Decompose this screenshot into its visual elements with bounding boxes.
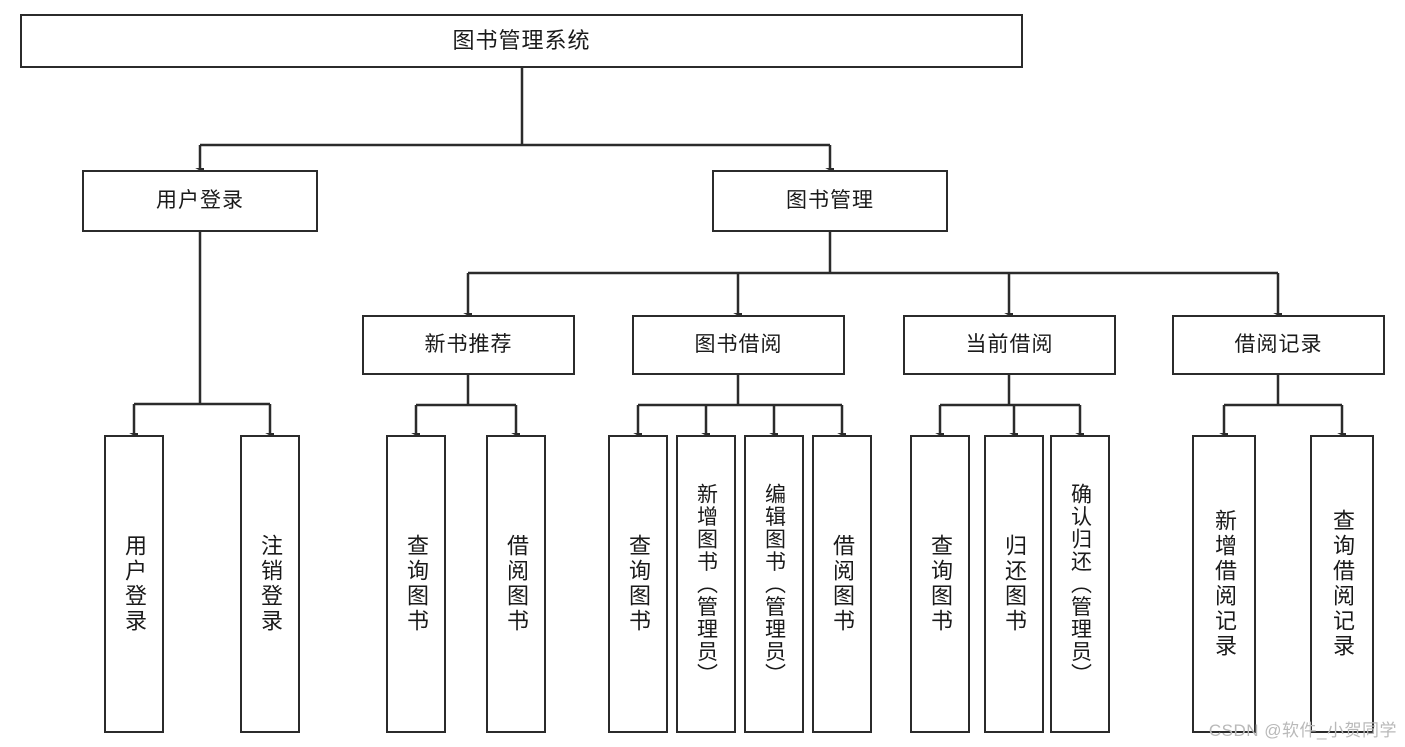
node-label: 查询图书: [404, 534, 429, 634]
leaf-query-book-current[interactable]: 查询图书: [910, 435, 970, 733]
leaf-confirm-return-admin[interactable]: 确认归还（管理员）: [1050, 435, 1110, 733]
leaf-edit-book-admin[interactable]: 编辑图书（管理员）: [744, 435, 804, 733]
node-label: 借阅图书: [504, 534, 529, 634]
node-label: 查询图书: [928, 534, 953, 634]
node-label: 当前借阅: [965, 332, 1054, 356]
leaf-add-borrow-record[interactable]: 新增借阅记录: [1192, 435, 1256, 733]
node-label: 归还图书: [1002, 534, 1027, 634]
node-label: 图书管理系统: [452, 28, 591, 54]
node-label: 借阅图书: [830, 534, 855, 634]
node-label: 借阅记录: [1234, 332, 1323, 356]
node-label: 查询图书: [626, 534, 651, 634]
node-label: 确认归还（管理员）: [1068, 482, 1092, 686]
leaf-query-borrow-record[interactable]: 查询借阅记录: [1310, 435, 1374, 733]
node-root-library-management-system[interactable]: 图书管理系统: [20, 14, 1023, 68]
node-label: 新增图书（管理员）: [694, 482, 718, 686]
node-label: 新书推荐: [424, 332, 513, 356]
node-label: 编辑图书（管理员）: [762, 482, 786, 686]
node-new-book-recommend[interactable]: 新书推荐: [362, 315, 575, 375]
node-current-borrow[interactable]: 当前借阅: [903, 315, 1116, 375]
node-borrow-record[interactable]: 借阅记录: [1172, 315, 1385, 375]
node-label: 图书管理: [786, 188, 874, 212]
node-label: 查询借阅记录: [1330, 509, 1355, 659]
node-label: 用户登录: [156, 188, 244, 212]
node-label: 新增借阅记录: [1212, 509, 1237, 659]
leaf-user-login[interactable]: 用户登录: [104, 435, 164, 733]
leaf-add-book-admin[interactable]: 新增图书（管理员）: [676, 435, 736, 733]
node-label: 图书借阅: [694, 332, 783, 356]
node-book-management[interactable]: 图书管理: [712, 170, 948, 232]
csdn-watermark: CSDN @软件_小贺同学: [1208, 721, 1397, 740]
leaf-return-book[interactable]: 归还图书: [984, 435, 1044, 733]
node-user-login[interactable]: 用户登录: [82, 170, 318, 232]
leaf-user-logout[interactable]: 注销登录: [240, 435, 300, 733]
leaf-borrow-book-recommend[interactable]: 借阅图书: [486, 435, 546, 733]
node-label: 用户登录: [122, 534, 147, 634]
node-book-borrow[interactable]: 图书借阅: [632, 315, 845, 375]
leaf-query-book-recommend[interactable]: 查询图书: [386, 435, 446, 733]
leaf-query-book-borrow[interactable]: 查询图书: [608, 435, 668, 733]
node-label: 注销登录: [258, 534, 283, 634]
leaf-borrow-book[interactable]: 借阅图书: [812, 435, 872, 733]
